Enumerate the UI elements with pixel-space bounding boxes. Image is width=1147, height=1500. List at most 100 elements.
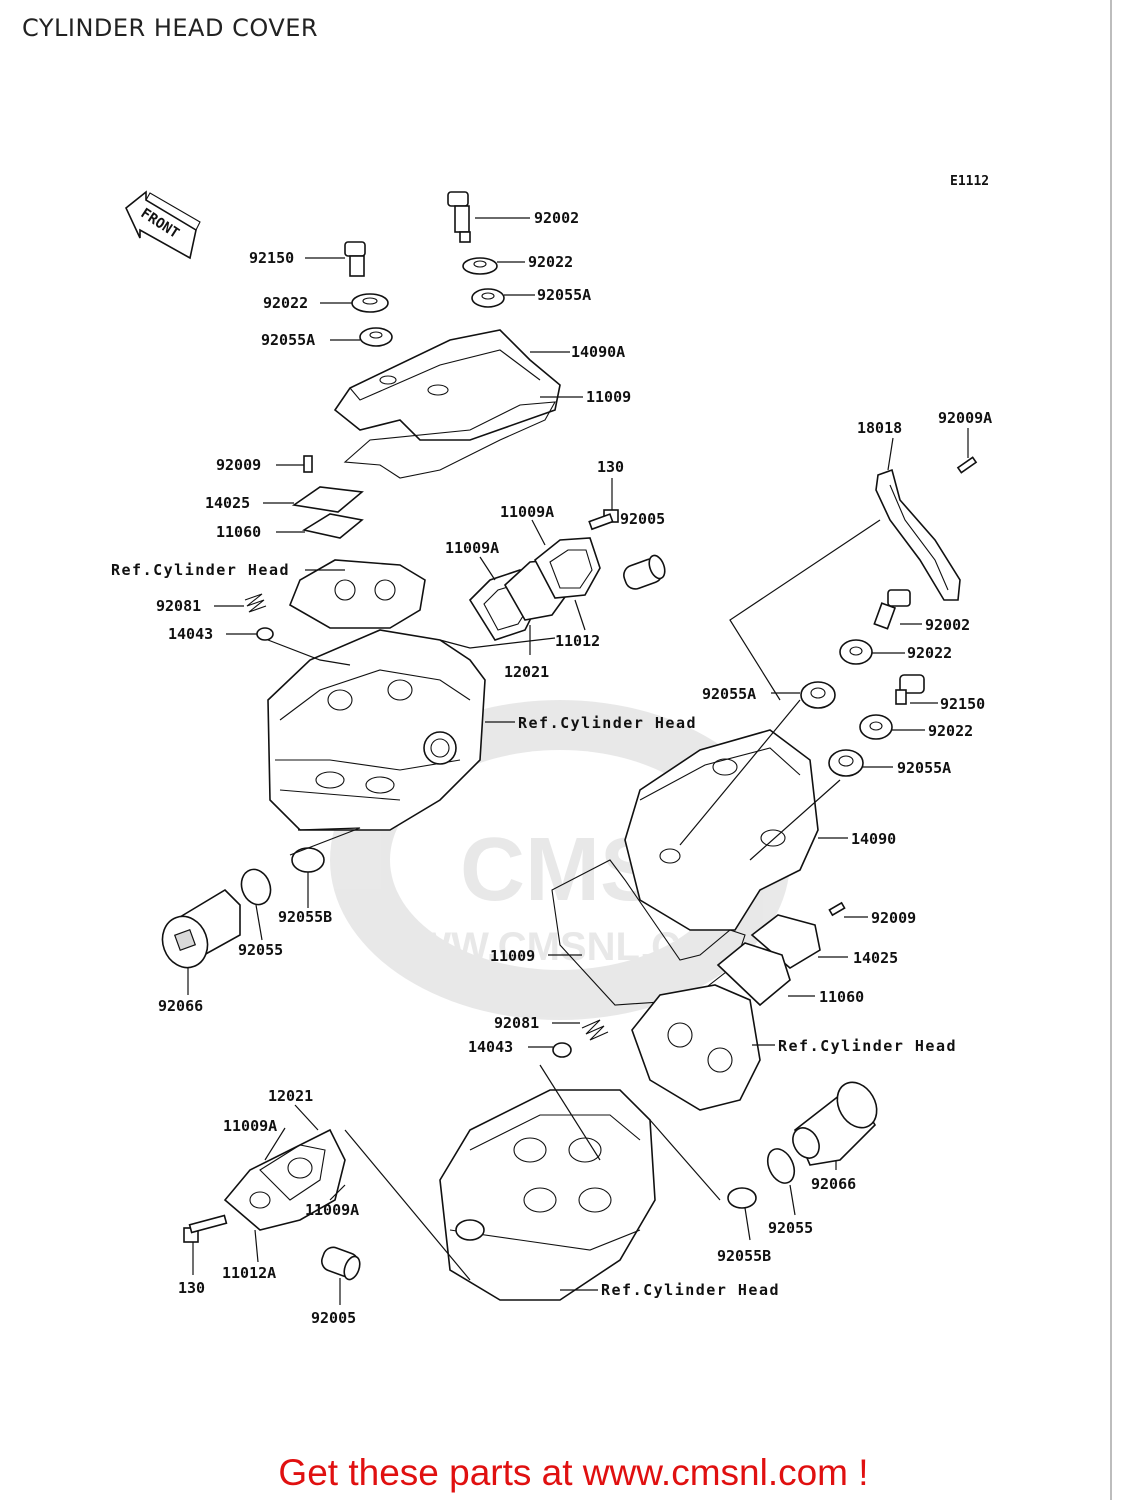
spring-92081-left — [244, 593, 267, 613]
label-14090: 14090 — [851, 830, 896, 848]
label-92055b-left: 92055B — [278, 908, 332, 926]
bolt-92150-right — [895, 674, 925, 705]
dowel-14043-right — [552, 1042, 572, 1058]
bolt-92009a — [956, 456, 978, 474]
cap-92005-bottom — [320, 1246, 361, 1281]
label-14025-right: 14025 — [853, 949, 898, 967]
label-14025-left: 14025 — [205, 494, 250, 512]
bolt-92002-right — [873, 589, 911, 630]
bolt-130-bottom — [183, 1214, 228, 1243]
oring-92055-right — [766, 1148, 796, 1184]
oring-92055b-right — [727, 1187, 757, 1209]
label-11009-top: 11009 — [586, 388, 631, 406]
label-130-bottom: 130 — [178, 1279, 205, 1297]
label-92066-right: 92066 — [811, 1175, 856, 1193]
holder-11009a-12021 — [468, 537, 601, 641]
label-92009-left: 92009 — [216, 456, 261, 474]
bolt-130-top — [588, 509, 619, 531]
gasket-11009-bottom — [551, 859, 746, 1006]
label-14043-right: 14043 — [468, 1038, 513, 1056]
label-92005-top: 92005 — [620, 510, 665, 528]
watermark-text: WWW.CMSNL.COM — [376, 925, 745, 969]
oring-92055-left — [240, 868, 272, 906]
label-92022-left: 92022 — [263, 294, 308, 312]
cam-cap-right — [631, 984, 761, 1111]
oring-92055b-left — [291, 847, 325, 873]
label-14090a: 14090A — [571, 343, 625, 361]
page-divider — [1110, 0, 1112, 1500]
grommet-92055a-right-b — [828, 749, 864, 777]
promo-link[interactable]: Get these parts at www.cmsnl.com ! — [278, 1452, 869, 1493]
bolt-92009-right — [828, 901, 846, 917]
label-92002-right: 92002 — [925, 616, 970, 634]
diagram-code: E1112 — [950, 174, 989, 189]
label-11060-right: 11060 — [819, 988, 864, 1006]
front-arrow-icon: FRONT — [125, 190, 201, 260]
grommet-92055a-left — [359, 327, 393, 347]
label-18018: 18018 — [857, 419, 902, 437]
plug-92066-left — [161, 888, 241, 969]
label-11009a-a: 11009A — [500, 503, 554, 521]
washer-92022-right-a — [839, 639, 873, 665]
label-ref-cyl-head-2: Ref.Cylinder Head — [518, 714, 697, 732]
plate-11060-left — [301, 513, 364, 539]
washer-92022-right-b — [859, 714, 893, 740]
label-12021-top: 12021 — [504, 663, 549, 681]
label-130-top: 130 — [597, 458, 624, 476]
plate-11060-right — [716, 942, 791, 1007]
dowel-14043-left — [256, 627, 274, 641]
label-11009-bottom: 11009 — [490, 947, 535, 965]
label-92055b-right: 92055B — [717, 1247, 771, 1265]
label-12021-bottom: 12021 — [268, 1087, 313, 1105]
cam-cap-left — [288, 559, 426, 629]
label-92055a-right-b: 92055A — [897, 759, 951, 777]
label-11009a-c: 11009A — [223, 1117, 277, 1135]
cover-14090 — [624, 729, 819, 931]
label-11060-left: 11060 — [216, 523, 261, 541]
label-92022-top: 92022 — [528, 253, 573, 271]
label-92005-bottom: 92005 — [311, 1309, 356, 1327]
label-14043-left: 14043 — [168, 625, 213, 643]
label-11009a-b: 11009A — [445, 539, 499, 557]
plate-14025-left — [291, 486, 364, 513]
bolt-92009-left — [303, 455, 313, 473]
label-92150-right: 92150 — [940, 695, 985, 713]
label-92022-right-b: 92022 — [928, 722, 973, 740]
bolt-92150-left — [344, 241, 366, 277]
cylinder-head-right — [439, 1089, 656, 1301]
label-92002-top: 92002 — [534, 209, 579, 227]
label-92066-left: 92066 — [158, 997, 203, 1015]
washer-92022-left — [351, 293, 389, 313]
label-92081-right: 92081 — [494, 1014, 539, 1032]
plug-92066-right — [792, 1081, 878, 1166]
cap-92005-top — [623, 554, 666, 590]
label-92009-right: 92009 — [871, 909, 916, 927]
gasket-11009-top — [343, 401, 556, 479]
label-ref-cyl-head-1: Ref.Cylinder Head — [111, 561, 290, 579]
label-92055a-left: 92055A — [261, 331, 315, 349]
label-92081-left: 92081 — [156, 597, 201, 615]
label-92055-left: 92055 — [238, 941, 283, 959]
holder-11009a-12021-bottom — [223, 1128, 346, 1231]
label-92055a-top: 92055A — [537, 286, 591, 304]
page-title: CYLINDER HEAD COVER — [22, 14, 319, 42]
bolt-92002-top — [447, 191, 471, 243]
cylinder-head-left — [267, 629, 486, 831]
grommet-92055a-right-a — [800, 681, 836, 709]
label-11009a-d: 11009A — [305, 1201, 359, 1219]
label-92055-right: 92055 — [768, 1219, 813, 1237]
leader-lines — [187, 217, 969, 1305]
label-ref-cyl-head-3: Ref.Cylinder Head — [778, 1037, 957, 1055]
chain-guide-18018 — [875, 468, 961, 601]
label-92055a-right-a: 92055A — [702, 685, 756, 703]
label-92009a: 92009A — [938, 409, 992, 427]
label-ref-cyl-head-4: Ref.Cylinder Head — [601, 1281, 780, 1299]
label-11012: 11012 — [555, 632, 600, 650]
label-92022-right-a: 92022 — [907, 644, 952, 662]
label-11012a: 11012A — [222, 1264, 276, 1282]
part-labels: 92002 92022 92055A 14090A 11009 92150 92… — [111, 209, 992, 1327]
grommet-92055a-top — [471, 288, 505, 308]
spring-92081-right — [581, 1019, 609, 1041]
label-92150-left: 92150 — [249, 249, 294, 267]
